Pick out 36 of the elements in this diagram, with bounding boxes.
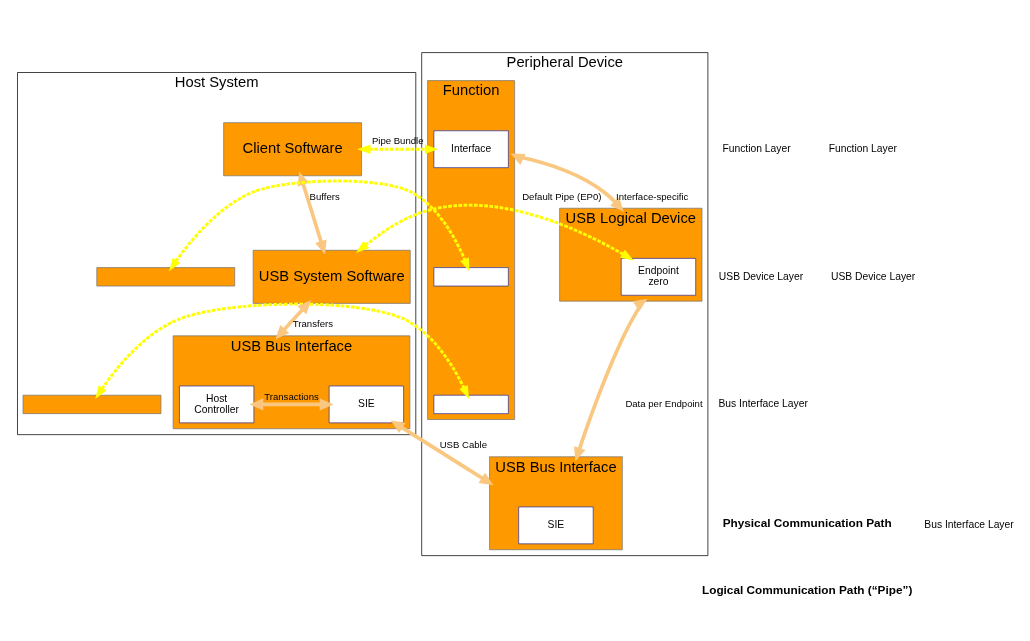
node-box — [433, 266, 509, 286]
arrow — [356, 203, 634, 260]
edge-label: Transfers — [292, 317, 333, 329]
label: Bus Interface Layer — [924, 518, 1014, 530]
arrow — [390, 419, 494, 485]
node-box: SIE — [328, 385, 404, 423]
edge-label: Data per Endpoint — [625, 397, 703, 409]
edge-label: Default Pipe (EP0) — [522, 190, 602, 202]
node-box: Endpoint zero — [620, 257, 697, 296]
node-box: Client Software — [223, 121, 362, 176]
arrow — [95, 302, 470, 399]
legend-label: Logical Communication Path (“Pipe”) — [701, 582, 913, 597]
legend-label: Physical Communication Path — [722, 515, 892, 530]
arrow — [249, 397, 334, 410]
edge-label: Transactions — [264, 390, 319, 402]
node-box — [22, 394, 162, 414]
arrow — [297, 170, 327, 254]
label: Function Layer — [828, 142, 897, 154]
node-box: SIE — [518, 506, 594, 544]
node-box: Host Controller — [179, 385, 255, 423]
edge-label: Buffers — [309, 190, 340, 202]
edge-label: Interface-specific — [615, 190, 689, 202]
node-box — [433, 394, 509, 414]
node-box: Interface — [433, 129, 509, 168]
arrow — [169, 179, 470, 272]
label: Bus Interface Layer — [718, 397, 808, 409]
arrow — [574, 298, 648, 461]
arrow — [510, 153, 624, 212]
label: Function Layer — [722, 142, 791, 154]
edge-label: USB Cable — [439, 438, 488, 450]
arrow — [275, 299, 312, 339]
node-box — [96, 266, 236, 286]
node-box: USB System Software — [252, 249, 411, 304]
arrow — [357, 144, 439, 154]
label: USB Device Layer — [718, 270, 804, 282]
label: USB Device Layer — [830, 270, 916, 282]
